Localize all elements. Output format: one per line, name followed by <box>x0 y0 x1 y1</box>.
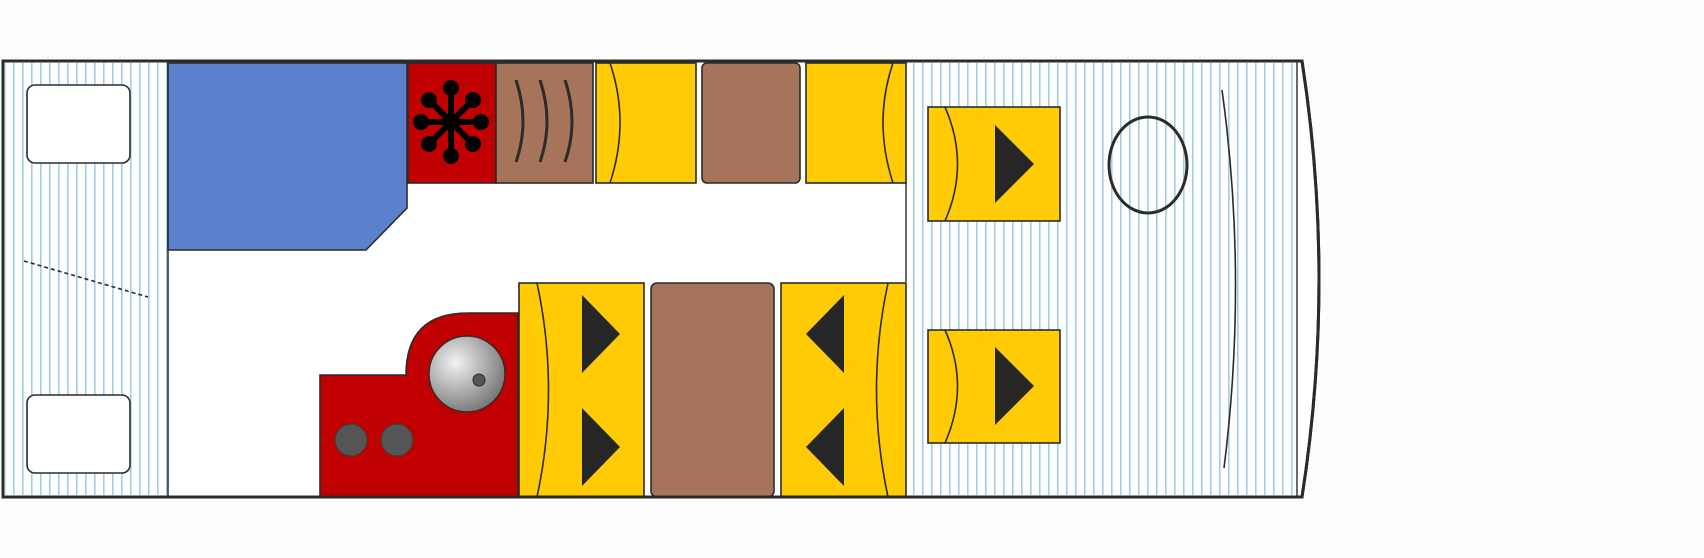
table-bottom <box>650 282 775 498</box>
windshield-curve <box>1221 89 1237 469</box>
triangle-arrow-icon <box>582 408 620 486</box>
rear-window-top <box>26 84 131 164</box>
seat-top-1 <box>595 62 697 184</box>
vehicle-outline <box>1 59 1321 499</box>
sink-bowl-icon <box>428 335 506 413</box>
rear-door-line <box>23 260 149 298</box>
seat-top-2 <box>805 62 907 184</box>
snowflake-icon <box>413 80 489 164</box>
fridge <box>407 62 497 184</box>
triangle-arrow-icon <box>582 295 620 373</box>
table-top <box>701 62 801 184</box>
wardrobe <box>495 62 594 184</box>
cab-seat-bottom <box>927 329 1061 444</box>
sink-drain <box>472 373 486 387</box>
hob-burner-icon <box>334 423 368 457</box>
triangle-arrow-icon <box>995 125 1034 203</box>
bed <box>167 62 408 251</box>
hob-burner-icon <box>380 423 414 457</box>
triangle-arrow-icon <box>806 408 844 486</box>
seat-bottom-2 <box>780 282 907 498</box>
triangle-arrow-icon <box>995 347 1034 425</box>
rear-window-bottom <box>26 394 131 474</box>
kitchen <box>319 312 519 498</box>
triangle-arrow-icon <box>806 295 844 373</box>
seat-bottom-1 <box>518 282 645 498</box>
cab-seat-top <box>927 106 1061 222</box>
steering-wheel-icon <box>1107 115 1189 215</box>
